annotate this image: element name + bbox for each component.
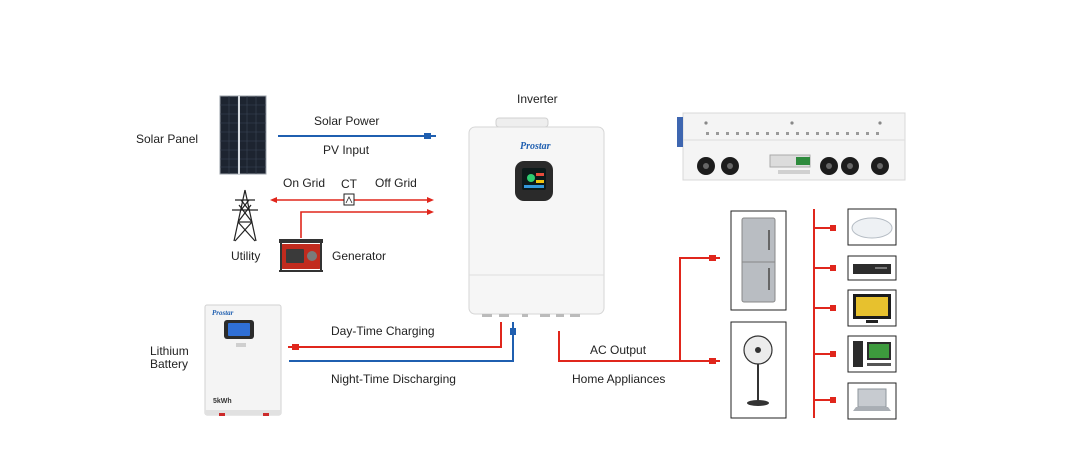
- on-grid-label: On Grid: [283, 176, 326, 190]
- generator-icon: [279, 239, 323, 272]
- battery-discharge-line: [289, 322, 516, 362]
- battery-capacity-label: 5kWh: [213, 398, 232, 405]
- standing-fan-icon: [730, 321, 787, 419]
- solar-panel-icon: [219, 95, 267, 175]
- utility-label: Utility: [231, 249, 261, 263]
- inverter-logo: Prostar: [520, 141, 551, 152]
- ceiling-lamp-icon: [847, 208, 897, 246]
- solar-power-label: Solar Power: [314, 114, 380, 128]
- ct-label: CT: [341, 177, 357, 191]
- solar-panel-label: Solar Panel: [136, 132, 199, 146]
- current-transformer-icon: [343, 193, 355, 206]
- laptop-icon: [847, 382, 897, 420]
- solar-power-line: [278, 133, 436, 139]
- battery-charge-line: [288, 322, 502, 350]
- lithium-battery-icon: [204, 304, 282, 416]
- television-icon: [847, 289, 897, 327]
- lithium-label: Lithium: [150, 344, 189, 358]
- battery-label: Battery: [150, 357, 189, 371]
- battery-logo: Prostar: [212, 309, 234, 317]
- inverter-rear-panel-icon: [677, 112, 906, 181]
- refrigerator-icon: [730, 210, 787, 311]
- inverter-icon: [468, 117, 605, 317]
- desktop-computer-icon: [847, 335, 897, 373]
- appliance-bus-line: [813, 209, 836, 418]
- ac-output-line: [558, 255, 720, 364]
- generator-label: Generator: [332, 249, 387, 263]
- dvd-player-icon: [847, 255, 897, 281]
- inverter-label: Inverter: [517, 92, 558, 106]
- pv-input-label: PV Input: [323, 143, 370, 157]
- night-time-discharging-label: Night-Time Discharging: [331, 372, 456, 386]
- home-appliances-label: Home Appliances: [572, 372, 666, 386]
- day-time-charging-label: Day-Time Charging: [331, 324, 435, 338]
- ac-output-label: AC Output: [590, 343, 647, 357]
- off-grid-label: Off Grid: [375, 176, 417, 190]
- transmission-tower-icon: [232, 189, 258, 242]
